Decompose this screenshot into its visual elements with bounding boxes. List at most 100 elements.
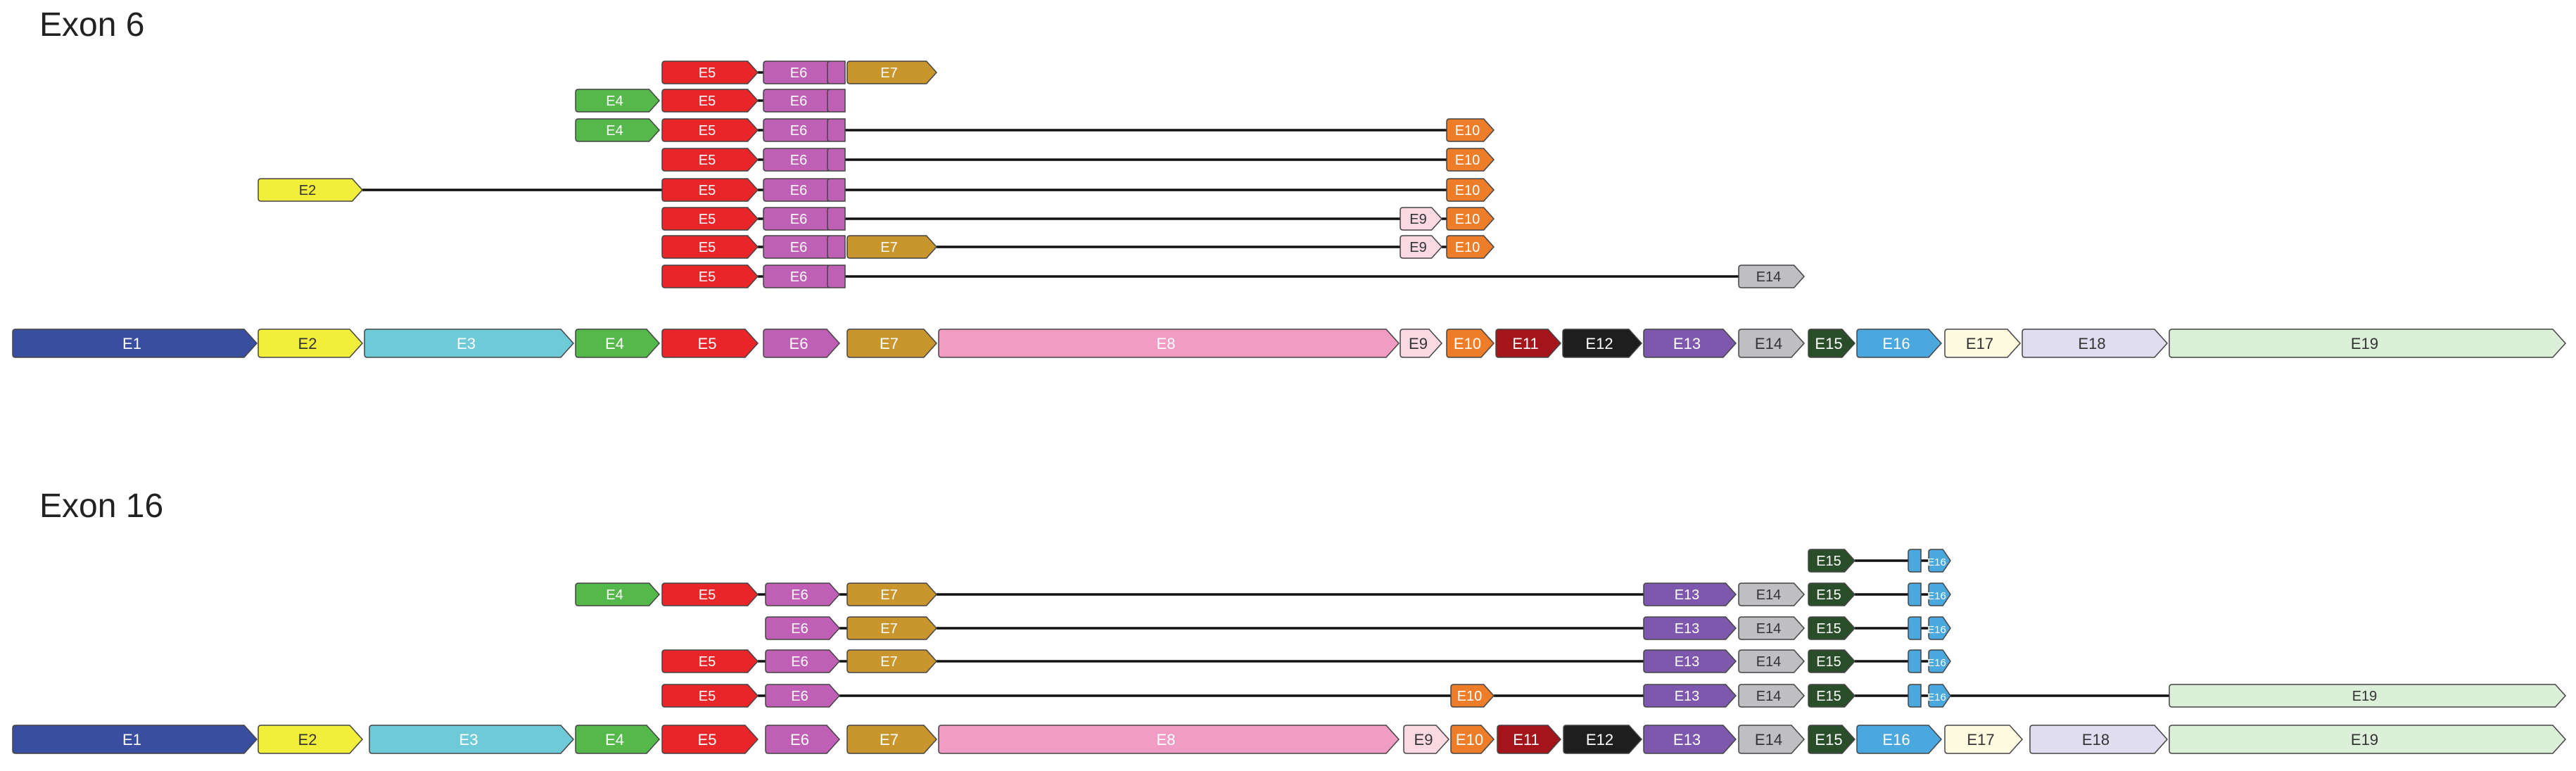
exon-e15-gene-model: E15 <box>1808 725 1856 754</box>
exon-e5-label: E5 <box>699 240 716 255</box>
exon-e8-box <box>938 329 1400 358</box>
exon-e16b-box <box>1928 616 1951 640</box>
exon-e19-gene-model: E19 <box>2169 329 2567 358</box>
exon-e16b-box <box>1928 549 1951 573</box>
exon-e15-label: E15 <box>1816 554 1841 569</box>
exon-e15-box <box>1808 329 1856 358</box>
panel-title-exon16: Exon 16 <box>39 488 164 525</box>
exon-e1-box <box>12 329 258 358</box>
exon-e10-transcript-7: E10 <box>1446 235 1495 259</box>
exon-e16b-label: E16 <box>1927 657 1946 669</box>
exon-e2-label: E2 <box>298 731 317 748</box>
exon-e13-label: E13 <box>1675 587 1700 603</box>
exon-e13-label: E13 <box>1675 621 1700 637</box>
exon-e7-transcript-7: E7 <box>846 235 938 259</box>
exon-e11-box <box>1497 725 1562 754</box>
exon-e18-box <box>2022 329 2169 358</box>
exon-e15-label: E15 <box>1815 731 1842 748</box>
exon-e15-transcript-1: E15 <box>1808 549 1856 573</box>
exon-e4-transcript-2: E4 <box>575 89 661 113</box>
exon-e5-box <box>661 60 759 84</box>
exon-e6-box <box>765 725 841 754</box>
exon-e11-label: E11 <box>1512 335 1539 352</box>
exon-e6-gene-model: E6 <box>765 725 841 754</box>
exon-e14-label: E14 <box>1756 654 1782 670</box>
exon-e14-transcript-8: E14 <box>1738 265 1806 288</box>
exon-e4-box <box>575 329 661 358</box>
exon-e17-label: E17 <box>1967 731 1994 748</box>
exon-e6-label: E6 <box>790 240 807 255</box>
exon-e4-label: E4 <box>606 123 623 139</box>
exon-e6-transcript-4: E6 <box>763 148 841 172</box>
exon-e6-label: E6 <box>790 65 807 81</box>
exon-e8-label: E8 <box>1157 731 1176 748</box>
exon-e1-label: E1 <box>122 731 141 748</box>
exon-e5-transcript-2: E5 <box>661 582 759 606</box>
exon-e10-label: E10 <box>1456 731 1483 748</box>
exon-e4-gene-model: E4 <box>575 329 661 358</box>
exon-e9-box <box>1403 725 1450 754</box>
exon-e16a-transcript-3 <box>1908 616 1922 640</box>
exon-e3-gene-model: E3 <box>364 329 575 358</box>
exon-e8-gene-model: E8 <box>938 329 1400 358</box>
exon-e7-label: E7 <box>880 731 899 748</box>
exon-e4-box <box>575 118 661 142</box>
exon-e1-label: E1 <box>122 335 141 352</box>
exon-e6-transcript-3: E6 <box>765 616 841 640</box>
exon-e13-label: E13 <box>1673 335 1701 352</box>
exon-e6b-transcript-7 <box>827 235 846 259</box>
exon-e5-box <box>661 684 759 708</box>
exon-e6-box <box>763 207 841 231</box>
exon-e19-label: E19 <box>2351 335 2378 352</box>
exon-e13-gene-model: E13 <box>1643 329 1737 358</box>
exon-e6-transcript-6: E6 <box>763 207 841 231</box>
exon-e5-transcript-6: E5 <box>661 207 759 231</box>
exon-e18-label: E18 <box>2078 335 2105 352</box>
exon-e6-box <box>763 329 841 358</box>
exon-e13-label: E13 <box>1675 654 1700 670</box>
exon-e9-label: E9 <box>1409 335 1428 352</box>
exon-e9-box <box>1400 207 1443 231</box>
exon-e14-box <box>1738 265 1806 288</box>
exon-e10-box <box>1446 148 1495 172</box>
exon-e6-box <box>765 684 841 708</box>
exon-e5-transcript-7: E5 <box>661 235 759 259</box>
exon-e7-box <box>846 725 938 754</box>
exon-e5-label: E5 <box>699 65 716 81</box>
exon-e16-gene-model: E16 <box>1856 329 1943 358</box>
exon-e16a-transcript-2 <box>1908 582 1922 606</box>
exon-e8-label: E8 <box>1157 335 1176 352</box>
exon-e6-transcript-2: E6 <box>765 582 841 606</box>
exon-e10-box <box>1446 235 1495 259</box>
exon-e5-transcript-5: E5 <box>661 684 759 708</box>
exon-e6-transcript-1: E6 <box>763 60 841 84</box>
exon-e10-label: E10 <box>1455 123 1480 139</box>
exon-e5-box <box>661 207 759 231</box>
exon-e2-transcript-5: E2 <box>258 178 364 202</box>
exon-e9-label: E9 <box>1409 212 1426 227</box>
exon-e11-gene-model: E11 <box>1497 725 1562 754</box>
exon-e5-label: E5 <box>699 587 716 603</box>
exon-e7-transcript-3: E7 <box>846 616 938 640</box>
exon-e12-gene-model: E12 <box>1563 725 1643 754</box>
exon-e11-box <box>1495 329 1562 358</box>
exon-e14-label: E14 <box>1756 269 1782 285</box>
exon-e10-label: E10 <box>1455 153 1480 168</box>
exon-e14-label: E14 <box>1755 335 1782 352</box>
exon-e16b-box <box>1928 582 1951 606</box>
exon-e14-box <box>1738 582 1806 606</box>
exon-e19-gene-model: E19 <box>2169 725 2567 754</box>
exon-e10-transcript-5: E10 <box>1450 684 1495 708</box>
exon-e2-box <box>258 725 364 754</box>
exon-e6-label: E6 <box>790 94 807 109</box>
exon-e5-label: E5 <box>699 212 716 227</box>
exon-e15-box <box>1808 725 1856 754</box>
exon-e17-gene-model: E17 <box>1944 725 2024 754</box>
exon-e1-gene-model: E1 <box>12 725 258 754</box>
exon-e4-label: E4 <box>605 335 624 352</box>
exon-e16-label: E16 <box>1882 335 1910 352</box>
exon-e15-transcript-2: E15 <box>1808 582 1856 606</box>
exon-e6b-box <box>827 148 846 172</box>
exon-e13-label: E13 <box>1673 731 1701 748</box>
